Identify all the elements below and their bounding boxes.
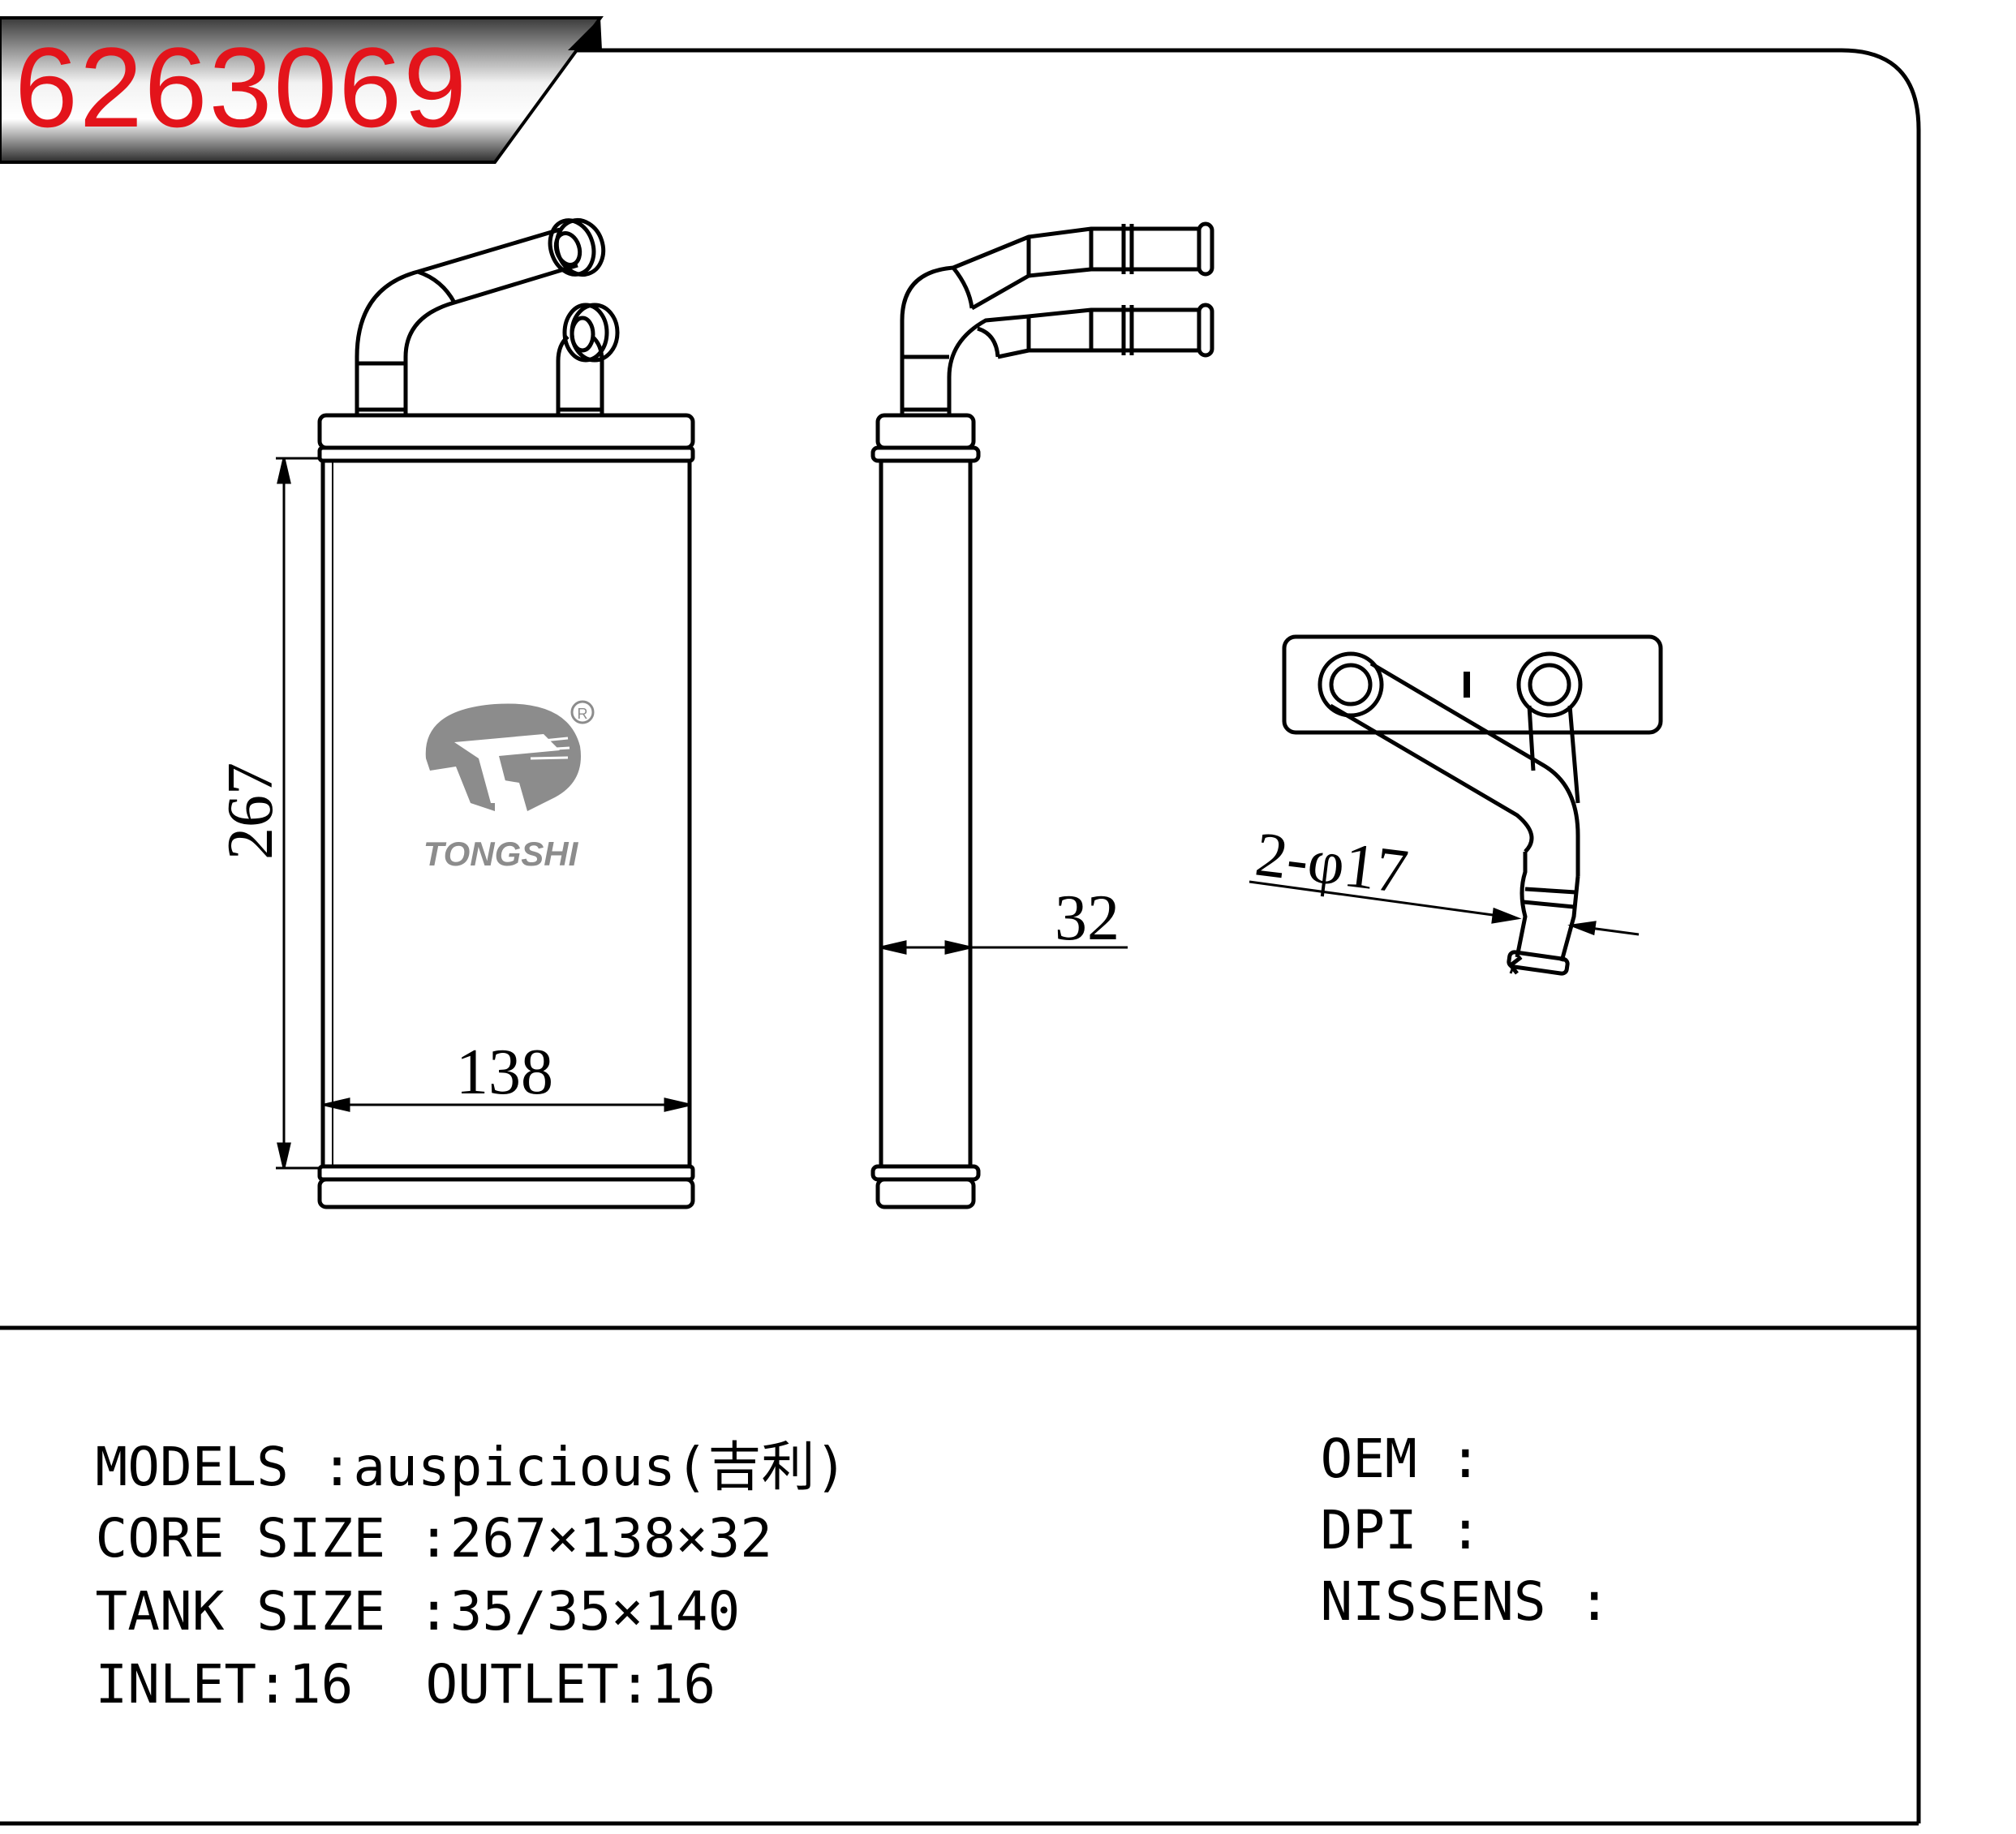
- spec-nissens: NISSENS :: [1256, 1522, 1610, 1629]
- dimension-height: [276, 457, 320, 1170]
- side-view-heater-core: [870, 221, 1214, 1209]
- tongshi-logo-icon: R TONGSHI: [423, 700, 595, 873]
- spec-core-size: CORE SIZE :267×138×32: [31, 1458, 772, 1566]
- dimension-pipe-diameter: [1249, 880, 1640, 936]
- core-size-label: CORE SIZE: [95, 1507, 386, 1570]
- spec-inlet: INLET:16: [31, 1604, 353, 1712]
- thickness-label: 32: [1055, 883, 1120, 954]
- spec-dpi: DPI :: [1256, 1450, 1481, 1557]
- front-view-heater-core: [317, 218, 695, 1209]
- tank-size-value: :35/35×140: [417, 1580, 741, 1643]
- width-label: 138: [456, 1037, 553, 1108]
- dpi-value: :: [1449, 1499, 1482, 1561]
- registered-mark: R: [578, 706, 588, 722]
- dimension-thickness: [880, 940, 1128, 955]
- oem-value: :: [1449, 1428, 1482, 1490]
- oem-label: OEM: [1320, 1428, 1417, 1490]
- outlet-value: OUTLET:16: [425, 1653, 716, 1716]
- height-label: 267: [215, 762, 286, 860]
- brand-name: TONGSHI: [423, 835, 579, 873]
- sheet-frame: [0, 48, 1921, 1826]
- pipe-diameter-label: 2-φ17: [1252, 818, 1412, 907]
- spec-oem: OEM :: [1256, 1379, 1481, 1486]
- dimension-width: [324, 1097, 690, 1112]
- nissens-value: :: [1578, 1570, 1611, 1633]
- pipe-view: [1282, 634, 1663, 976]
- dpi-label: DPI: [1320, 1499, 1417, 1561]
- spec-models: MODELS :auspicious(吉利): [31, 1387, 847, 1494]
- spec-tank-size: TANK SIZE :35/35×140: [31, 1531, 740, 1639]
- nissens-label: NISSENS: [1320, 1570, 1546, 1633]
- models-value: :auspicious(吉利): [320, 1436, 848, 1498]
- title-banner: [0, 16, 604, 164]
- models-label: MODELS: [95, 1436, 289, 1498]
- core-size-value: :267×138×32: [417, 1507, 772, 1570]
- part-number-title: 6263069: [15, 24, 469, 151]
- inlet-value: INLET:16: [95, 1653, 354, 1716]
- tank-size-label: TANK SIZE: [95, 1580, 386, 1643]
- spec-outlet: OUTLET:16: [361, 1604, 716, 1712]
